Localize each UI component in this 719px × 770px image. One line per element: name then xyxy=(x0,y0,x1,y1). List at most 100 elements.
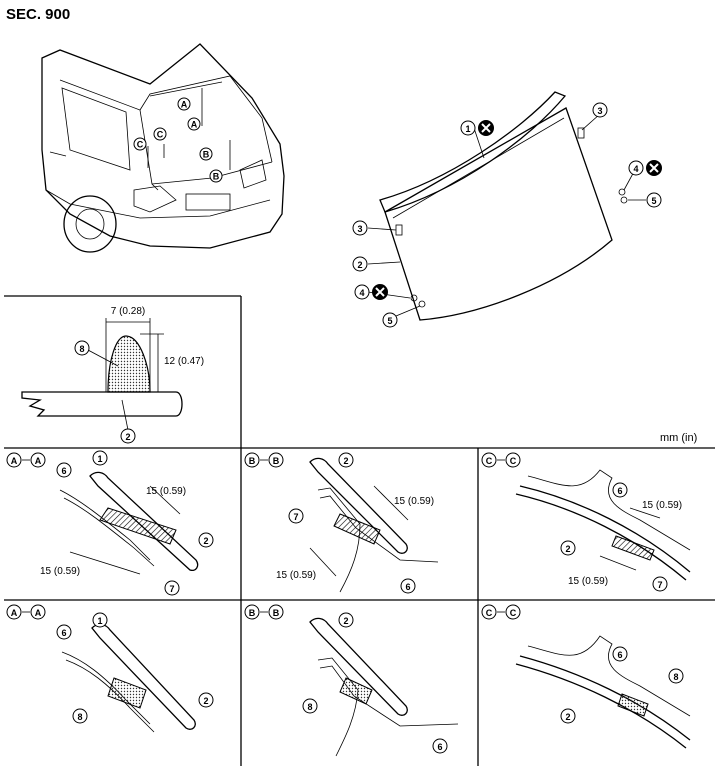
bb-bottom-callout-2: 2 xyxy=(338,612,354,628)
aa-top-callout-1: 1 xyxy=(92,450,108,466)
svg-text:1: 1 xyxy=(97,454,102,464)
bead-callout-8: 8 xyxy=(74,340,90,356)
svg-text:2: 2 xyxy=(357,260,362,270)
section-bb-bottom-drawing xyxy=(309,617,459,757)
unit-label: mm (in) xyxy=(660,432,698,444)
svg-text:C: C xyxy=(486,608,493,618)
car-marker-a2: A xyxy=(187,117,201,131)
svg-text:8: 8 xyxy=(77,712,82,722)
svg-text:5: 5 xyxy=(387,316,392,326)
car-marker-b1: B xyxy=(199,147,213,161)
svg-text:2: 2 xyxy=(565,544,570,554)
svg-text:5: 5 xyxy=(651,196,656,206)
section-title-cc-bottom: C C xyxy=(481,604,521,620)
svg-text:2: 2 xyxy=(343,456,348,466)
cc-dim-2: 15 (0.59) xyxy=(568,576,608,587)
car-marker-b1-text: B xyxy=(203,150,210,160)
section-cc-top-drawing: 15 (0.59) 15 (0.59) xyxy=(515,469,691,587)
aa-top-callout-2: 2 xyxy=(198,532,214,548)
cc-top-callout-7: 7 xyxy=(652,576,668,592)
section-title-aa-bottom: A A xyxy=(6,604,46,620)
svg-text:2: 2 xyxy=(343,616,348,626)
svg-text:1: 1 xyxy=(465,124,470,134)
car-marker-c2-text: C xyxy=(137,140,144,150)
svg-text:B: B xyxy=(273,456,280,466)
svg-text:B: B xyxy=(249,608,256,618)
svg-text:B: B xyxy=(273,608,280,618)
car-rear-illustration xyxy=(41,43,285,253)
svg-text:B: B xyxy=(249,456,256,466)
glass-callout-5-right: 5 xyxy=(646,192,662,208)
svg-text:6: 6 xyxy=(61,466,66,476)
section-title-bb-top: B B xyxy=(244,452,284,468)
glass-callout-5-left: 5 xyxy=(382,312,398,328)
svg-text:4: 4 xyxy=(633,164,638,174)
car-marker-c1: C xyxy=(153,127,167,141)
car-marker-c2: C xyxy=(133,137,147,151)
bead-callout-2: 2 xyxy=(120,428,136,444)
car-marker-b2-text: B xyxy=(213,172,220,182)
cc-top-callout-6: 6 xyxy=(612,482,628,498)
svg-text:2: 2 xyxy=(203,536,208,546)
bb-top-callout-6: 6 xyxy=(400,578,416,594)
back-glass-illustration xyxy=(367,91,646,321)
aa-bottom-callout-1: 1 xyxy=(92,612,108,628)
svg-text:6: 6 xyxy=(617,486,622,496)
svg-text:6: 6 xyxy=(437,742,442,752)
section-title: SEC. 900 xyxy=(6,6,71,23)
svg-text:1: 1 xyxy=(97,616,102,626)
svg-text:6: 6 xyxy=(405,582,410,592)
bb-top-callout-2: 2 xyxy=(338,452,354,468)
car-marker-a1-text: A xyxy=(181,100,188,110)
car-marker-b2: B xyxy=(209,169,223,183)
glass-callout-4-right: 4 xyxy=(628,160,662,176)
glass-callout-4-left: 4 xyxy=(354,284,388,300)
bead-height-dim: 12 (0.47) xyxy=(164,356,204,367)
svg-text:6: 6 xyxy=(617,650,622,660)
bb-top-callout-7: 7 xyxy=(288,508,304,524)
glass-callout-3-left: 3 xyxy=(352,220,368,236)
svg-text:C: C xyxy=(486,456,493,466)
svg-text:C: C xyxy=(510,608,517,618)
svg-text:8: 8 xyxy=(673,672,678,682)
aa-top-callout-7: 7 xyxy=(164,580,180,596)
svg-text:8: 8 xyxy=(307,702,312,712)
cc-dim-1: 15 (0.59) xyxy=(642,500,682,511)
aa-top-callout-6: 6 xyxy=(56,462,72,478)
panel-grid xyxy=(4,295,715,766)
bb-dim-1: 15 (0.59) xyxy=(394,496,434,507)
section-title-cc-top: C C xyxy=(481,452,521,468)
svg-text:2: 2 xyxy=(203,696,208,706)
svg-text:7: 7 xyxy=(293,512,298,522)
svg-text:2: 2 xyxy=(125,432,130,442)
glass-callout-1: 1 xyxy=(460,120,494,136)
cc-bottom-callout-2: 2 xyxy=(560,708,576,724)
cc-bottom-callout-6: 6 xyxy=(612,646,628,662)
aa-bottom-callout-6: 6 xyxy=(56,624,72,640)
svg-text:C: C xyxy=(510,456,517,466)
svg-text:7: 7 xyxy=(657,580,662,590)
svg-text:A: A xyxy=(11,608,18,618)
aa-dim-1: 15 (0.59) xyxy=(146,486,186,497)
svg-text:4: 4 xyxy=(359,288,364,298)
svg-text:2: 2 xyxy=(565,712,570,722)
svg-text:A: A xyxy=(35,456,42,466)
bb-bottom-callout-6: 6 xyxy=(432,738,448,754)
section-title-aa-top: A A xyxy=(6,452,46,468)
aa-bottom-callout-2: 2 xyxy=(198,692,214,708)
svg-text:3: 3 xyxy=(357,224,362,234)
cc-bottom-callout-8: 8 xyxy=(668,668,684,684)
svg-text:7: 7 xyxy=(169,584,174,594)
bead-detail: 7 (0.28) 12 (0.47) xyxy=(21,306,204,431)
section-bb-top-drawing: 15 (0.59) 15 (0.59) xyxy=(276,457,439,593)
glass-callout-2: 2 xyxy=(352,256,368,272)
bb-bottom-callout-8: 8 xyxy=(302,698,318,714)
section-title-bb-bottom: B B xyxy=(244,604,284,620)
svg-text:A: A xyxy=(11,456,18,466)
cc-top-callout-2: 2 xyxy=(560,540,576,556)
svg-text:A: A xyxy=(35,608,42,618)
glass-callout-3-top: 3 xyxy=(592,102,608,118)
bead-width-dim: 7 (0.28) xyxy=(111,306,145,317)
bb-dim-2: 15 (0.59) xyxy=(276,570,316,581)
